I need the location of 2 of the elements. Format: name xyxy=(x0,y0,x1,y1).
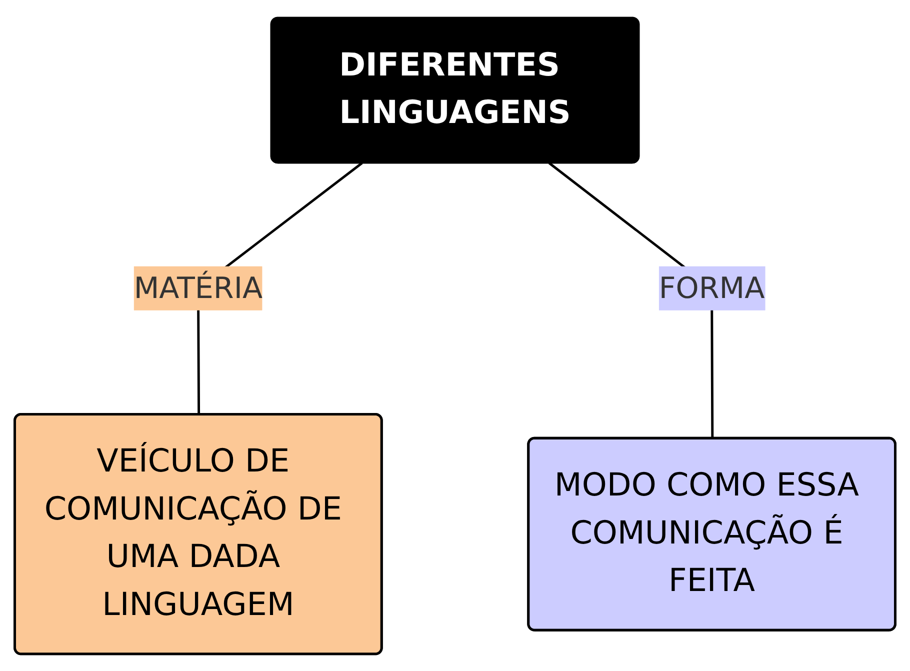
edge-label: MATÉRIA xyxy=(134,270,263,305)
edge-label: FORMA xyxy=(658,270,765,305)
